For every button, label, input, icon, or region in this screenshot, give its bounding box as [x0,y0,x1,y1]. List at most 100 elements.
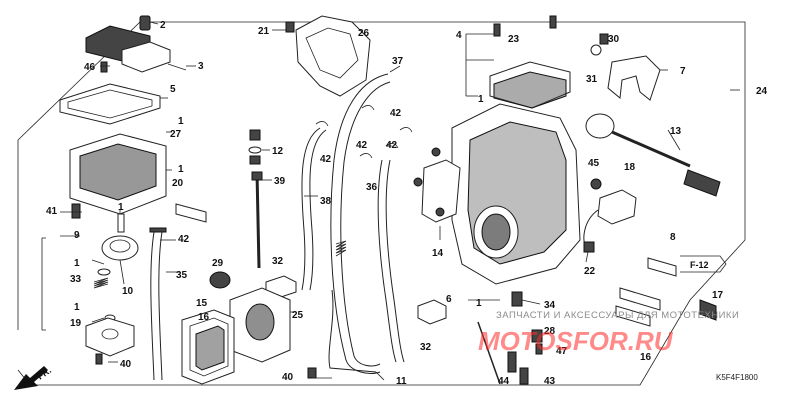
callout-1-g: 1 [476,298,482,309]
callout-42-b: 42 [390,108,402,119]
part-25-bore [245,303,275,341]
callout-7: 7 [680,66,686,77]
callout-40-a: 40 [120,359,132,370]
part-21-screw [285,21,295,33]
ref-tag-frame [680,255,727,273]
callout-39: 39 [274,176,286,187]
part-14-linkage [421,159,461,223]
callout-38: 38 [320,196,332,207]
leader-lines [60,21,740,381]
part-12-washer [248,146,262,154]
part-14-pivot-c [435,207,445,217]
callout-21: 21 [258,26,270,37]
part-3-pin [167,63,187,71]
callout-1-c: 1 [118,202,124,213]
callout-1-d: 1 [74,258,80,269]
part-16-fitting-a [619,287,661,311]
part-17-fitting [699,299,717,321]
part-34-jet [511,291,523,307]
callout-33: 33 [70,274,82,285]
callout-32-a: 32 [272,256,284,267]
callout-16-b: 16 [640,352,652,363]
part-13-sensor-disc [585,113,615,139]
part-35-hose-b [158,231,163,381]
part-37-hose-b [340,81,391,367]
callout-35: 35 [176,270,188,281]
part-12-jet-b [249,155,261,165]
watermark-line1: ЗАПЧАСТИ И АКСЕССУАРЫ ДЛЯ МОТОТЕХНИКИ [496,310,739,321]
callout-22: 22 [584,266,596,277]
part-31-washer [590,44,602,56]
callout-3: 3 [198,61,204,72]
callout-1-e: 1 [74,302,80,313]
part-5-gasket [59,83,161,125]
callout-1-b: 1 [178,164,184,175]
callout-27: 27 [170,129,182,140]
part-8-fitting [647,257,677,277]
callout-13: 13 [670,126,682,137]
part-38-hose-b [309,129,327,291]
callout-32-b: 32 [420,342,432,353]
callout-42-e: 42 [386,140,398,151]
part-42-clip-a [315,121,329,127]
part-22-fitting [583,241,595,253]
callout-42-c: 42 [320,154,332,165]
part-42-clip-left [149,227,167,233]
callout-42-d: 42 [356,140,368,151]
part-spring [93,277,109,289]
front-arrow-label: FR. [35,365,53,382]
callout-11: 11 [396,376,407,387]
watermark-line2: MOTOSFOR.RU [478,326,674,356]
frame-outline [17,21,746,386]
part-pump-cover [85,317,135,357]
part-42-clip-d [359,153,373,159]
part-30-nut [599,33,609,45]
callout-31: 31 [586,74,598,85]
bracket-9 [41,237,46,331]
part-42-clip-c [399,127,413,133]
part-20-screw [175,203,207,223]
part-12-jet [249,129,261,141]
part-top-screw-a [493,23,501,37]
ref-tag-label: F-12 [690,260,709,270]
callout-47: 47 [556,346,568,357]
part-33-oring [97,268,111,276]
callout-24: 24 [756,86,768,97]
part-41-screw [71,203,81,219]
part-18-sensor [597,189,637,225]
callout-29: 29 [212,258,224,269]
part-36-hose-b [385,159,405,363]
part-43-jet [519,367,529,385]
callout-44: 44 [498,376,510,387]
callout-18: 18 [624,162,636,173]
callout-36: 36 [366,182,378,193]
part-pump-cover-hole [101,328,119,340]
callout-23: 23 [508,34,520,45]
part-6-gasket [417,299,447,325]
part-45-plug [590,178,602,190]
callout-5: 5 [170,84,176,95]
callout-15: 15 [196,298,208,309]
part-42-clip-b [361,105,375,111]
callout-46: 46 [84,62,96,73]
part-11-spring [335,240,347,257]
callout-26: 26 [358,28,370,39]
callout-9: 9 [74,230,80,241]
part-13-spring [683,169,721,197]
part-plate-grid [195,325,225,371]
part-37-hose [330,73,389,374]
part-35-hose [150,231,155,381]
callout-34: 34 [544,300,556,311]
callout-45: 45 [588,158,600,169]
part-14-pivot-a [431,147,441,157]
callout-37: 37 [392,56,404,67]
part-46-bolt [100,61,108,73]
callout-2: 2 [160,20,166,31]
part-29-cap [209,271,231,289]
part-top-screw-b [549,15,557,29]
callout-16-a: 16 [198,312,210,323]
callout-4: 4 [456,30,462,41]
part-top-cover [493,71,567,109]
